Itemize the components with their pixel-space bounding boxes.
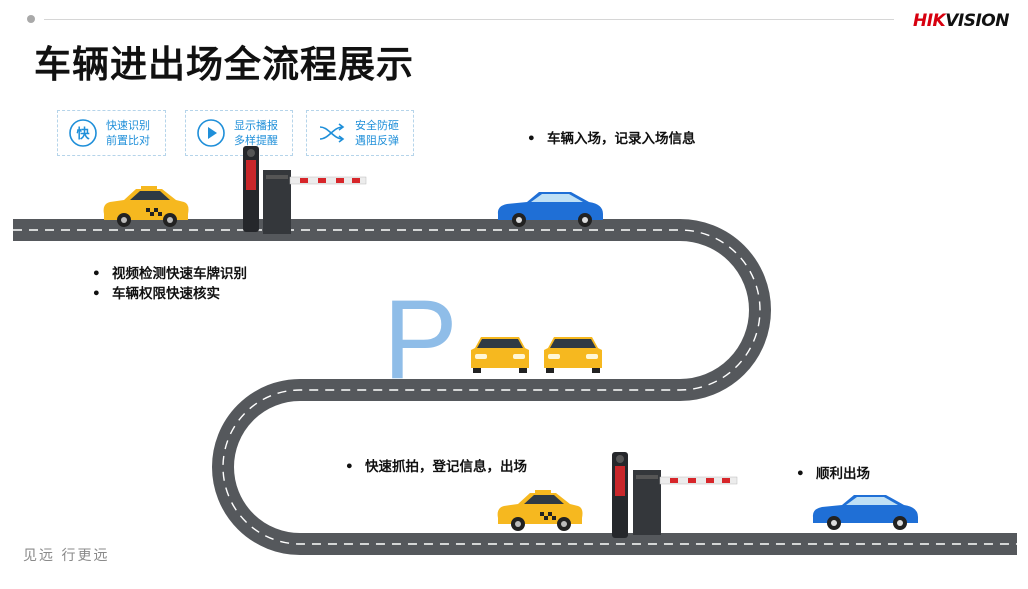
entry-barrier-gate — [243, 146, 367, 234]
feature-display-broadcast: 显示播报多样提醒 — [185, 110, 293, 156]
blue-car-entered — [497, 192, 603, 227]
footer-slogan: 见远 行更远 — [23, 548, 110, 564]
page-title: 车辆进出场全流程展示 — [34, 43, 414, 86]
blue-car-exited — [812, 495, 918, 530]
note-exit-capture: •快速抓拍，登记信息，出场 — [345, 459, 527, 475]
header-divider — [44, 19, 894, 20]
entry-barrier-arm — [289, 176, 367, 185]
entry-barrier-cabinet — [263, 170, 291, 234]
parked-taxi-1 — [471, 337, 529, 373]
feature-fast-recognition: 快 快速识别前置比对 — [57, 110, 166, 156]
exit-barrier-arm — [659, 476, 738, 485]
note-verify: •车辆权限快速核实 — [92, 286, 220, 302]
brand-logo: HIKVISION — [913, 11, 1009, 31]
shuffle-icon — [317, 118, 347, 148]
svg-text:快: 快 — [76, 126, 90, 142]
feature-label: 多样提醒 — [234, 134, 278, 147]
taxi-car-exiting — [497, 490, 583, 531]
feature-label: 前置比对 — [106, 134, 150, 147]
header-dot — [27, 15, 35, 23]
note-exit-done: •顺利出场 — [796, 466, 870, 482]
play-icon — [196, 118, 226, 148]
parking-letter: P — [383, 277, 458, 402]
feature-label: 快速识别 — [106, 119, 150, 132]
feature-label: 显示播报 — [234, 119, 278, 132]
exit-barrier-gate — [612, 452, 738, 538]
parked-taxi-2 — [544, 337, 602, 373]
feature-label: 遇阻反弹 — [355, 134, 399, 147]
taxi-car-entering — [103, 186, 189, 227]
note-entry: •车辆入场，记录入场信息 — [527, 131, 696, 147]
exit-barrier-cabinet — [633, 470, 661, 535]
road-lane-marking — [13, 229, 1017, 545]
note-detect: •视频检测快速车牌识别 — [92, 266, 247, 282]
feature-anti-smash: 安全防砸遇阻反弹 — [306, 110, 414, 156]
feature-label: 安全防砸 — [355, 119, 399, 132]
fast-icon: 快 — [68, 118, 98, 148]
